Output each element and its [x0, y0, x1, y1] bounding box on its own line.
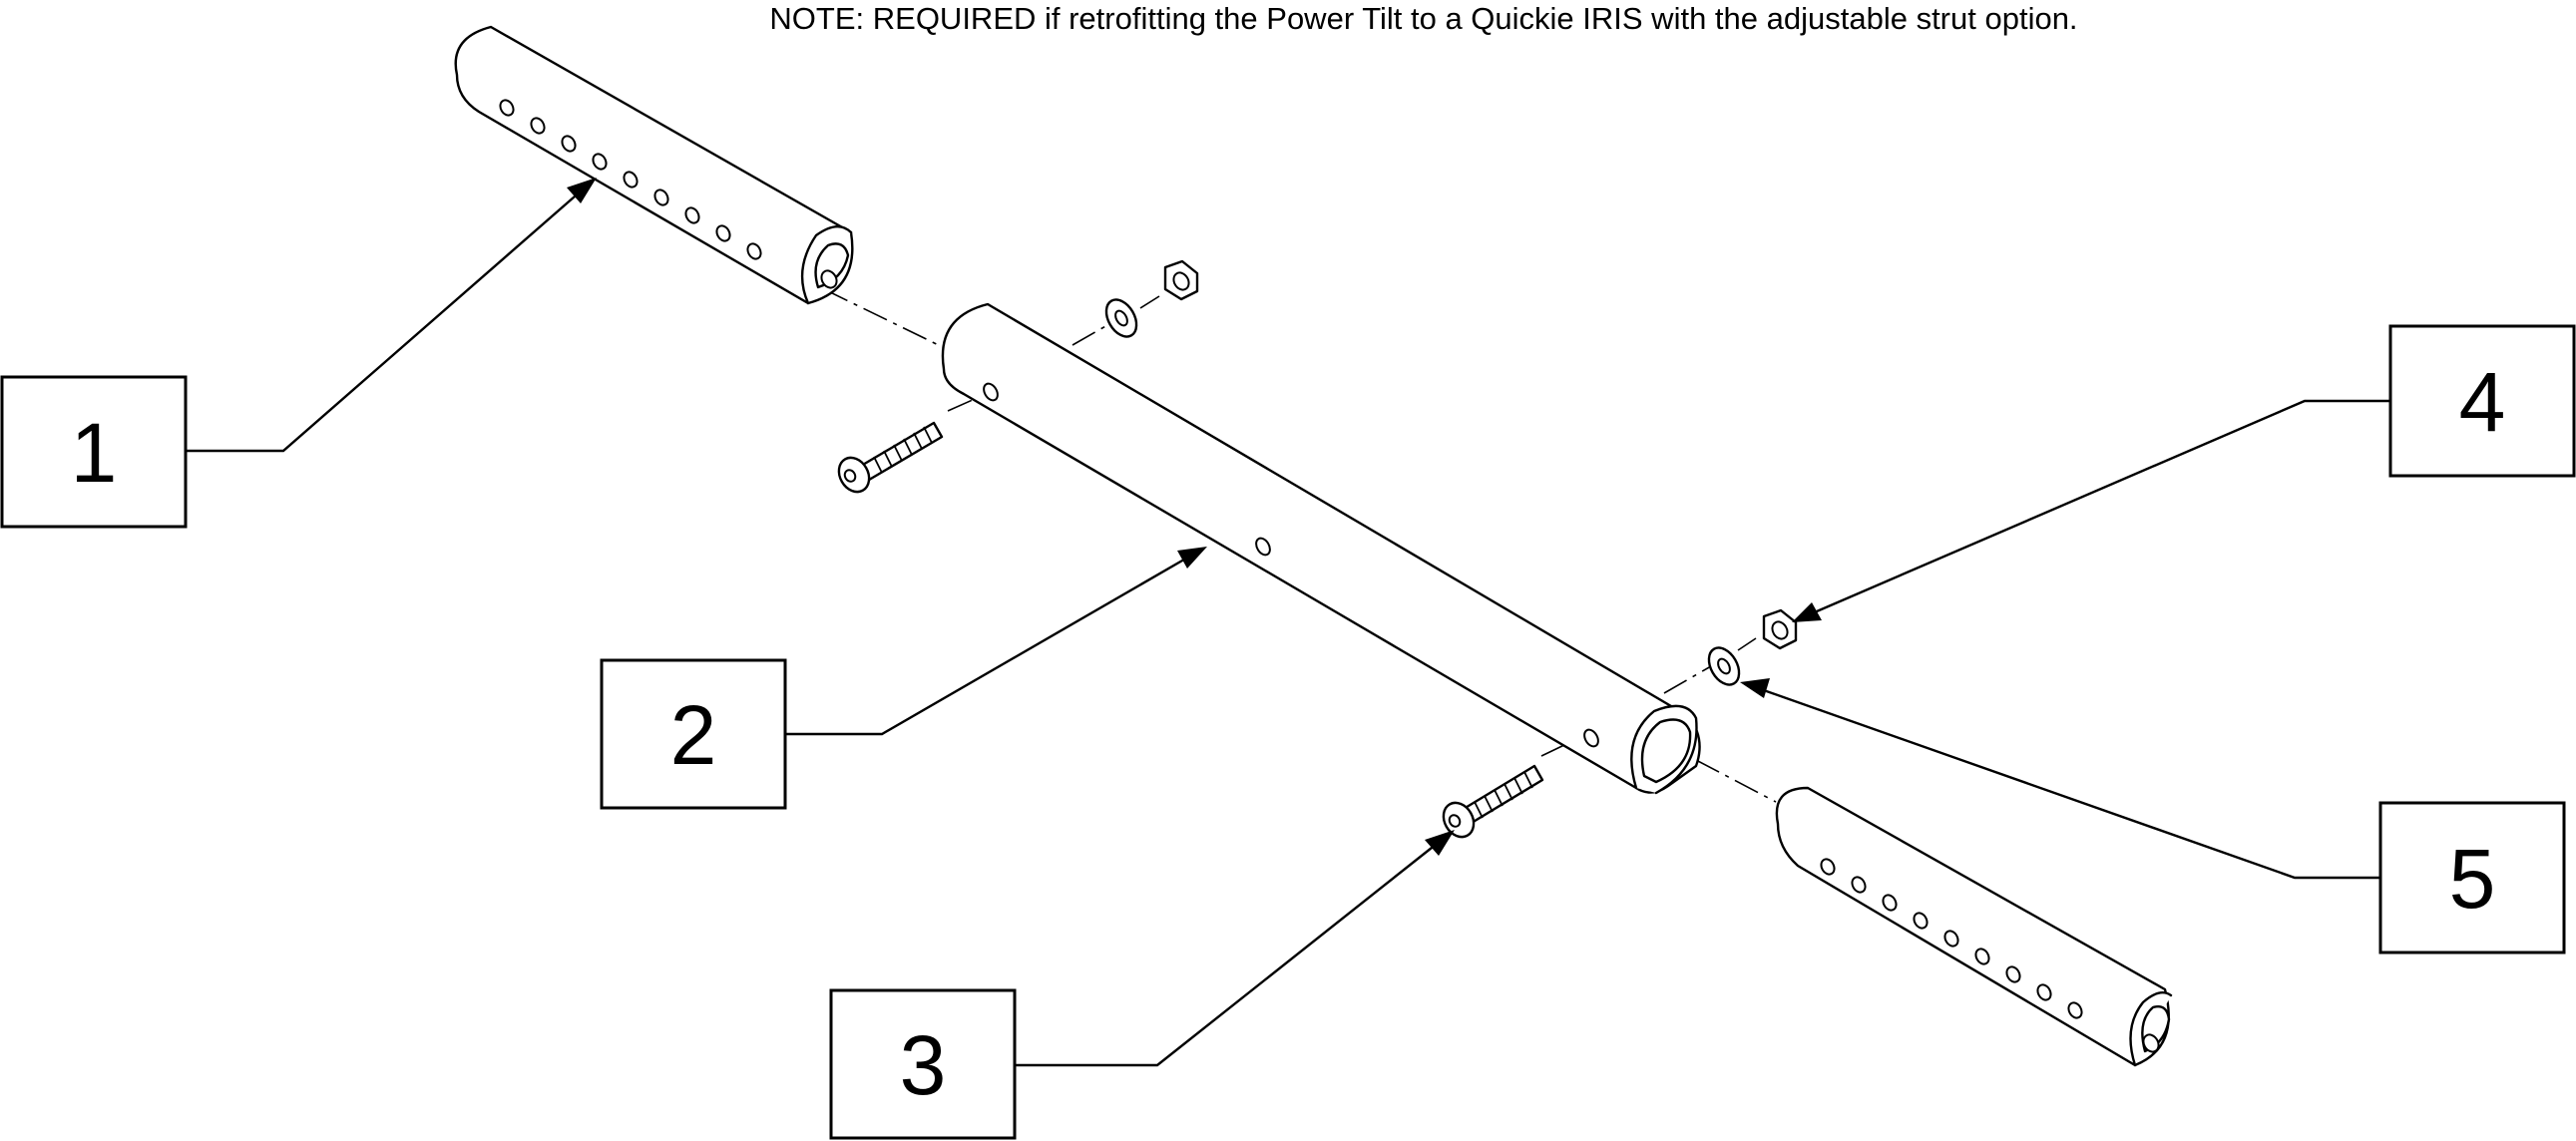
leader-4: [1809, 399, 2390, 616]
adjustment-holes-upper: [499, 99, 762, 260]
lower-bolt: [1442, 764, 1544, 839]
lower-washer: [1707, 646, 1741, 686]
svg-text:2: 2: [670, 688, 717, 782]
leader-3: [1014, 843, 1438, 1067]
leader-1: [186, 189, 584, 453]
upper-bolt: [837, 421, 944, 494]
upper-left-adjustable-tube: [454, 25, 854, 305]
callout-3: 3: [829, 988, 1017, 1140]
svg-text:3: 3: [900, 1018, 947, 1112]
leader-lines: [186, 178, 2390, 1067]
svg-text:1: 1: [71, 406, 118, 500]
callout-5: 5: [2378, 801, 2566, 954]
callout-2: 2: [600, 658, 787, 810]
note-text: NOTE: REQUIRED if retrofitting the Power…: [769, 1, 2077, 36]
adjustment-holes-lower: [1820, 858, 2083, 1019]
main-cross-tube: [941, 302, 1701, 795]
svg-text:4: 4: [2459, 355, 2506, 449]
upper-washer: [1104, 298, 1138, 338]
callout-1: 1: [0, 375, 188, 529]
leader-2: [784, 555, 1190, 736]
center-lines: [823, 288, 1777, 803]
lower-right-adjustable-tube: [1775, 786, 2173, 1067]
svg-text:5: 5: [2449, 832, 2496, 926]
upper-nut: [1163, 259, 1199, 301]
lower-nut: [1762, 608, 1798, 650]
callout-4: 4: [2388, 324, 2576, 478]
leader-5: [1757, 686, 2380, 880]
